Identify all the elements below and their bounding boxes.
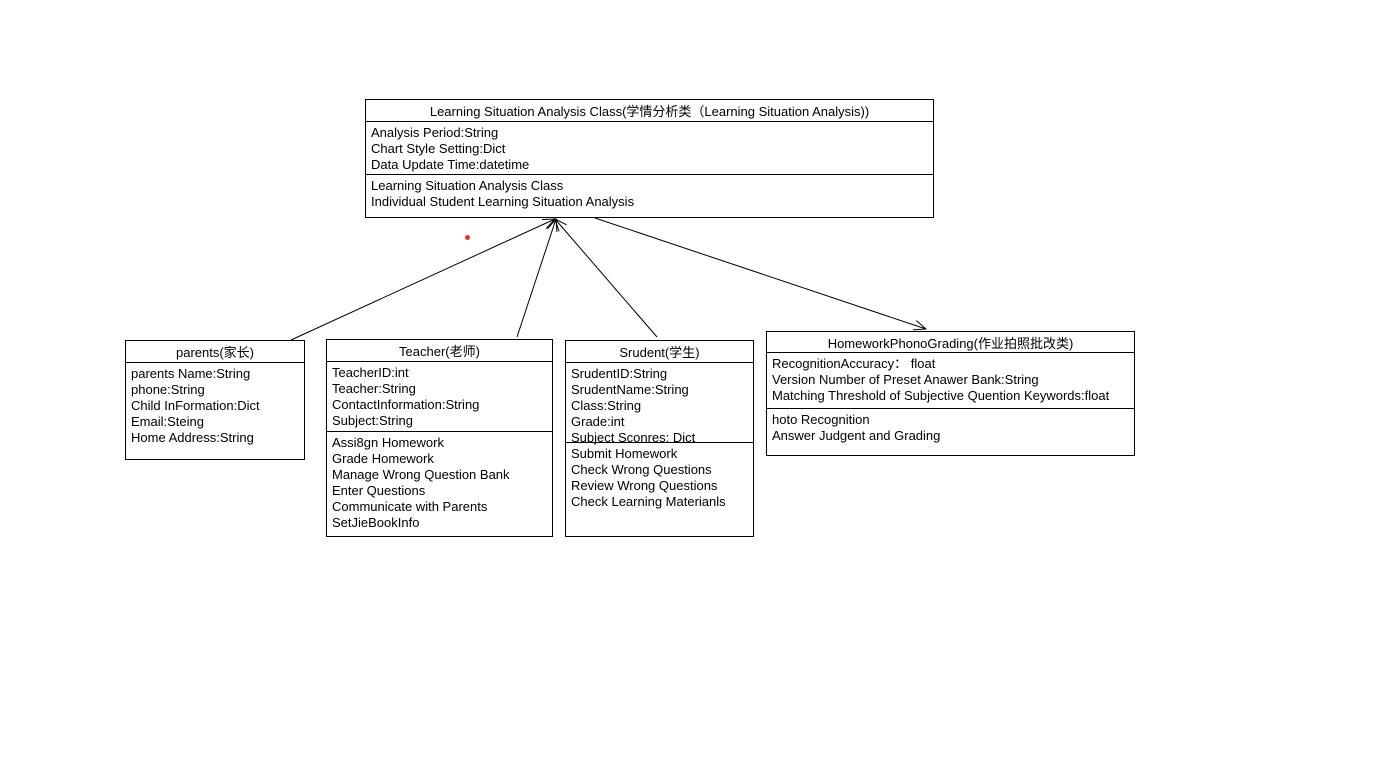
attribute-line: Analysis Period:String (371, 125, 499, 140)
method-line: Check Wrong Questions (571, 462, 712, 477)
attribute-line: Matching Threshold of Subjective Quentio… (772, 388, 1110, 403)
attribute-line: Email:Steing (131, 414, 204, 429)
method-line: Assi8gn Homework (332, 435, 444, 450)
class-box-homework-phono-grading[interactable]: HomeworkPhonoGrading(作业拍照批改类) Recognitio… (766, 331, 1135, 456)
method-line: Check Learning Materianls (571, 494, 726, 509)
attribute-line: RecognitionAccuracy： float (772, 356, 936, 371)
class-title: Learning Situation Analysis Class(学情分析类（… (366, 100, 933, 122)
attribute-line: Subject Sconres: Dict (571, 430, 696, 445)
method-line: Review Wrong Questions (571, 478, 718, 493)
red-dot-marker (465, 235, 470, 240)
attribute-line: Subject:String (332, 413, 413, 428)
method-line: Learning Situation Analysis Class (371, 178, 564, 193)
attribute-line: Data Update Time:datetime (371, 157, 530, 172)
class-title: Srudent(学生) (566, 341, 753, 363)
attribute-line: SrudentName:String (571, 382, 689, 397)
method-line: Answer Judgent and Grading (772, 428, 941, 443)
attribute-line: Chart Style Setting:Dict (371, 141, 506, 156)
attribute-line: Version Number of Preset Anawer Bank:Str… (772, 372, 1039, 387)
edge-student-to-analysis (555, 219, 658, 338)
method-line: Enter Questions (332, 483, 426, 498)
edge-teacher-to-analysis (516, 219, 556, 338)
method-line: hoto Recognition (772, 412, 870, 427)
method-line: Submit Homework (571, 446, 678, 461)
attribute-line: phone:String (131, 382, 205, 397)
attribute-line: Grade:int (571, 414, 625, 429)
edge-parents-to-analysis (290, 219, 555, 341)
method-line: Communicate with Parents (332, 499, 488, 514)
class-box-learning-situation-analysis[interactable]: Learning Situation Analysis Class(学情分析类（… (365, 99, 934, 218)
attribute-line: Class:String (571, 398, 642, 413)
class-title: Teacher(老师) (327, 340, 552, 362)
method-line: Individual Student Learning Situation An… (371, 194, 635, 209)
class-title: parents(家长) (126, 341, 304, 363)
attribute-line: Teacher:String (332, 381, 416, 396)
attribute-line: Home Address:String (131, 430, 254, 445)
attribute-line: SrudentID:String (571, 366, 668, 381)
method-line: Grade Homework (332, 451, 434, 466)
method-line: Manage Wrong Question Bank (332, 467, 510, 482)
attribute-line: Child InFormation:Dict (131, 398, 260, 413)
attribute-line: parents Name:String (131, 366, 251, 381)
method-line: SetJieBookInfo (332, 515, 420, 530)
class-title: HomeworkPhonoGrading(作业拍照批改类) (767, 332, 1134, 353)
attribute-line: TeacherID:int (332, 365, 409, 380)
attribute-line: ContactInformation:String (332, 397, 480, 412)
edge-analysis-to-homework-grading (594, 217, 926, 329)
